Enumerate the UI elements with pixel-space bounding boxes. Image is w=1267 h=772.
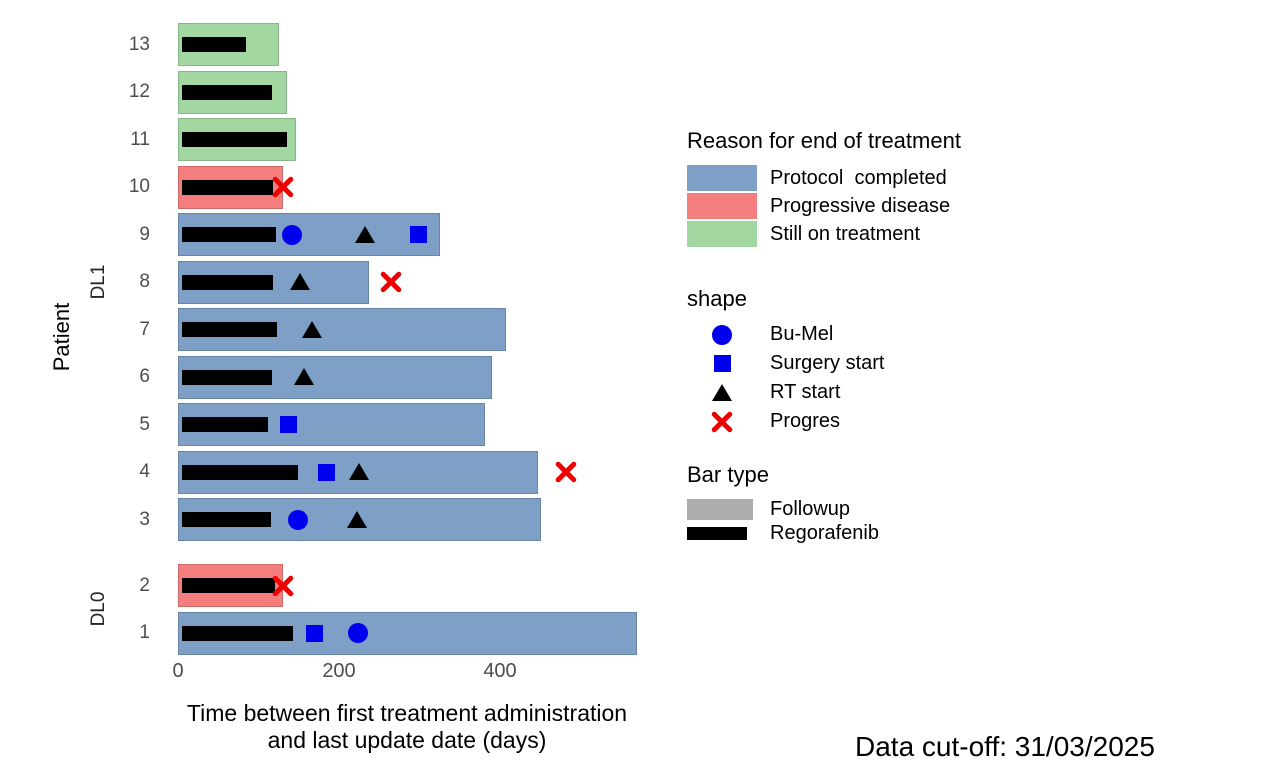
circle-marker-patient-9 <box>282 224 303 245</box>
legend-item-bu-mel: Bu-Mel <box>687 320 1127 349</box>
patient-7-label: 7 <box>139 318 150 340</box>
legend-title-shape: shape <box>687 286 747 311</box>
patient-4-label: 4 <box>139 461 150 482</box>
legend-item-label: Surgery start <box>770 352 885 374</box>
legend-item-label: Progressive disease <box>770 194 951 217</box>
legend-item-protocol-completed: Protocol completed <box>687 164 1127 192</box>
square-marker-patient-9 <box>410 226 428 243</box>
x-tick-400: 400 <box>483 660 517 682</box>
patient-9-label: 9 <box>139 223 150 245</box>
x-tick-200: 200 <box>322 660 356 682</box>
legend-title-reason: Reason for end of treatment <box>687 128 961 153</box>
x-marker-patient-8 <box>379 270 403 294</box>
patient-9-regorafenib-bar <box>182 227 277 242</box>
triangle-marker-patient-9 <box>354 225 375 243</box>
legend-item-label: Still on treatment <box>770 222 921 245</box>
square-marker-patient-5 <box>279 416 297 433</box>
x-marker-patient-4 <box>554 460 578 484</box>
black-rect-swatch <box>687 526 747 540</box>
patient-7-regorafenib-bar <box>182 322 277 337</box>
patient-8-label: 8 <box>139 271 150 292</box>
legend-item-label: Bu-Mel <box>770 323 834 345</box>
patient-6-label: 6 <box>139 366 150 387</box>
patient-12-label: 12 <box>128 81 150 102</box>
legend-title-bar-type: Bar type <box>687 462 769 487</box>
patient-5-label: 5 <box>139 413 150 435</box>
x-tick-0: 0 <box>172 660 184 682</box>
legend-item-label: Regorafenib <box>770 521 879 544</box>
patient-12-regorafenib-bar <box>182 84 273 100</box>
patient-8-regorafenib-bar <box>182 274 273 290</box>
patient-3-regorafenib-bar <box>182 512 271 527</box>
patient-5-regorafenib-bar <box>182 417 269 432</box>
legend-item-label: Followup <box>770 497 851 520</box>
legend-item-label: Progres <box>770 410 841 432</box>
data-cutoff-note: Data cut-off: 31/03/2025 <box>855 731 1155 762</box>
patient-13-label: 13 <box>128 33 150 55</box>
facet-label-dl0: DL0 <box>88 591 109 627</box>
x-marker-patient-2 <box>272 574 295 597</box>
x-marker-icon <box>710 410 734 433</box>
patient-2-regorafenib-bar <box>182 578 275 593</box>
patient-6-regorafenib-bar <box>182 369 273 385</box>
patient-8-bar <box>178 260 369 304</box>
red-rect-swatch <box>687 193 757 219</box>
triangle-marker-patient-8 <box>290 273 311 290</box>
patient-1-regorafenib-bar <box>182 625 294 641</box>
patient-1-label: 1 <box>139 622 150 643</box>
circle-marker-patient-1 <box>348 623 369 643</box>
triangle-marker-icon <box>712 383 732 401</box>
legend-item-label: Protocol completed <box>770 166 947 189</box>
triangle-marker-icon <box>687 378 757 407</box>
patient-11-label: 11 <box>130 128 150 150</box>
legend-item-progressive-disease: Progressive disease <box>687 192 1127 220</box>
square-marker-icon <box>713 355 731 372</box>
legend-item-regorafenib: Regorafenib <box>687 521 1127 545</box>
square-marker-patient-1 <box>305 624 323 642</box>
gray-rect-swatch <box>687 497 757 521</box>
gray-rect-swatch <box>687 498 753 520</box>
square-marker-icon <box>687 349 757 378</box>
legend-item-still-on-treatment: Still on treatment <box>687 220 1127 248</box>
legend-item-followup: Followup <box>687 497 1127 521</box>
legend-item-surgery-start: Surgery start <box>687 349 1127 378</box>
x-marker-patient-10 <box>272 175 295 199</box>
x-marker-icon <box>687 407 757 436</box>
patient-2-label: 2 <box>139 574 150 596</box>
circle-marker-icon <box>712 324 732 345</box>
patient-3-label: 3 <box>139 508 150 530</box>
patient-4-regorafenib-bar <box>182 464 298 480</box>
x-axis-title: Time between first treatment administrat… <box>186 700 628 753</box>
patient-13-regorafenib-bar <box>182 37 246 52</box>
green-rect-swatch <box>687 221 757 247</box>
legend-item-rt-start: RT start <box>687 378 1127 407</box>
patient-10-regorafenib-bar <box>182 179 273 195</box>
triangle-marker-patient-6 <box>293 368 314 385</box>
square-marker-patient-4 <box>318 463 336 481</box>
black-rect-swatch <box>687 521 757 545</box>
y-axis-title: Patient <box>49 302 74 372</box>
triangle-marker-patient-3 <box>346 510 367 528</box>
legend-item-label: RT start <box>770 381 841 403</box>
circle-marker-icon <box>687 320 757 349</box>
blue-rect-swatch <box>687 165 757 191</box>
triangle-marker-patient-4 <box>349 463 370 480</box>
legend-item-progres: Progres <box>687 407 1127 436</box>
circle-marker-patient-3 <box>287 509 308 530</box>
patient-10-label: 10 <box>128 176 150 197</box>
facet-label-dl1: DL1 <box>88 264 109 300</box>
triangle-marker-patient-7 <box>302 320 323 338</box>
patient-11-regorafenib-bar <box>182 132 287 147</box>
